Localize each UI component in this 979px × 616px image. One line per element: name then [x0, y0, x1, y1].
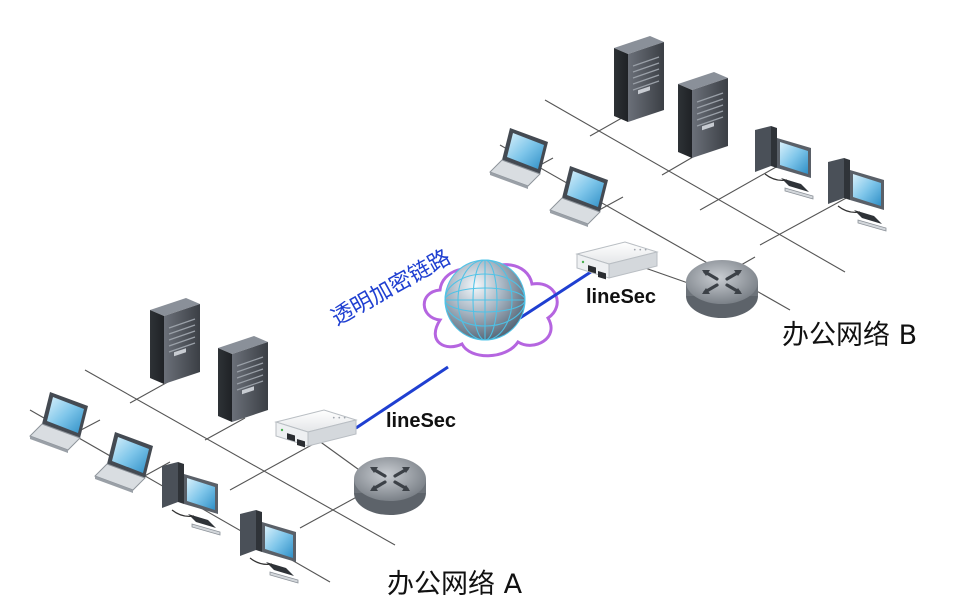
encryptor-icon	[275, 409, 357, 448]
desktop-icon	[754, 125, 814, 200]
server-icon	[217, 335, 269, 423]
desktop-icon	[239, 509, 299, 584]
encrypted-link	[355, 264, 601, 430]
linesec-b-label: lineSec	[586, 286, 657, 308]
network-b-label: 办公网络 B	[782, 320, 918, 351]
laptop-icon	[489, 127, 549, 190]
laptop-icon	[29, 391, 89, 454]
linesec-a-label: lineSec	[386, 410, 457, 432]
server-icon	[677, 71, 729, 159]
server-icon	[613, 35, 665, 123]
desktop-icon	[161, 461, 221, 536]
server-icon	[149, 297, 201, 385]
laptop-icon	[549, 165, 609, 228]
router-icon	[684, 258, 760, 320]
laptop-icon	[94, 431, 154, 494]
network-a-cables	[29, 369, 396, 583]
network-a-label: 办公网络 A	[387, 569, 523, 600]
network-b-cables	[499, 99, 851, 311]
globe-icon	[444, 259, 526, 341]
desktop-icon	[827, 157, 887, 232]
router-icon	[352, 455, 428, 517]
